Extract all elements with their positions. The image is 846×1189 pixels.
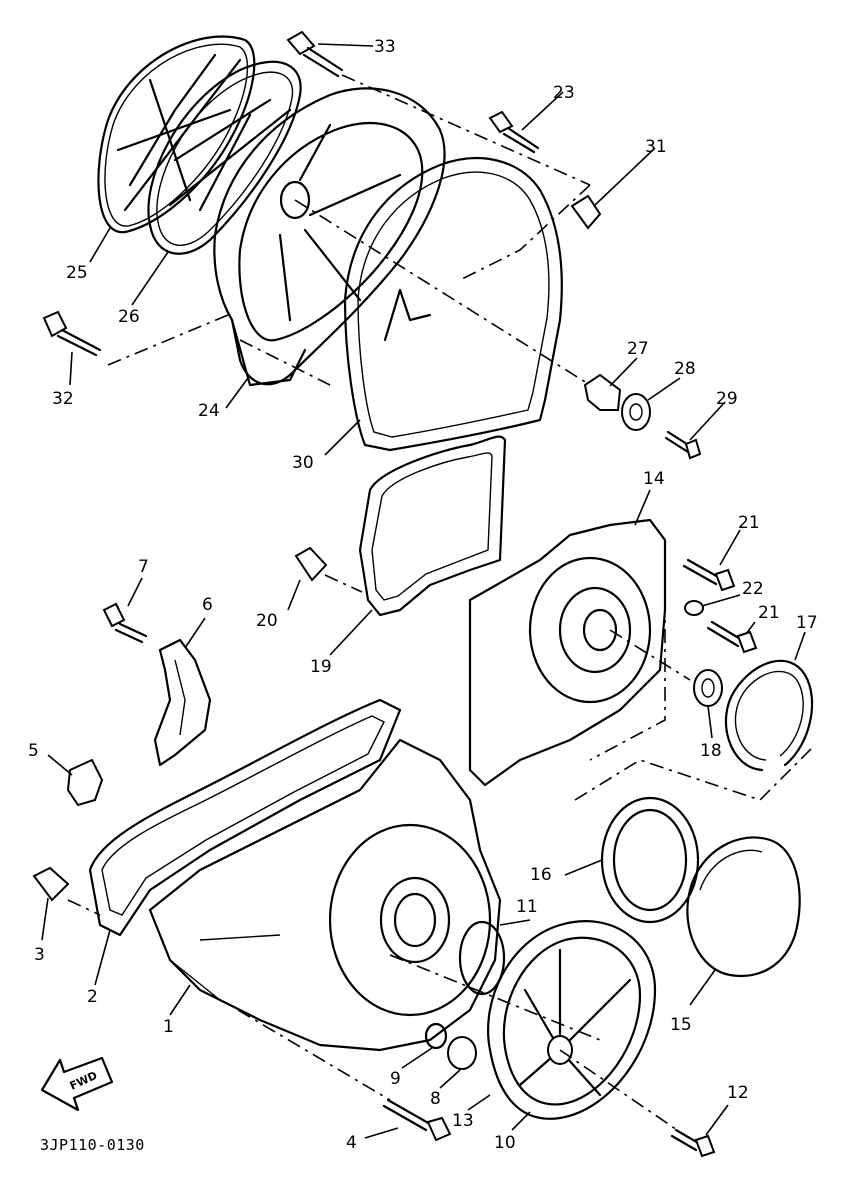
label-5: 5 <box>28 741 39 761</box>
label-12: 12 <box>727 1083 749 1103</box>
label-32: 32 <box>52 389 74 409</box>
part-31-cap <box>459 184 602 281</box>
part-20-dowel <box>294 546 363 593</box>
part-7-bolt <box>102 602 148 644</box>
part-25-outer-cover <box>97 35 256 234</box>
part-5-clamp <box>66 758 104 807</box>
label-11: 11 <box>516 897 538 917</box>
label-30: 30 <box>292 453 314 473</box>
part-1-main-cover <box>148 738 601 1052</box>
part-4-bolt <box>237 1009 452 1142</box>
label-33: 33 <box>374 37 396 57</box>
part-19-gasket <box>358 435 507 617</box>
part-24-crankcase-cover <box>213 87 446 387</box>
label-23: 23 <box>553 83 575 103</box>
part-10-spoked-cover <box>487 920 657 1120</box>
part-12-bolt <box>559 1049 716 1158</box>
part-33-bolt <box>286 30 591 186</box>
part-16-ring <box>600 796 700 924</box>
label-17: 17 <box>796 613 818 633</box>
label-24: 24 <box>198 401 220 421</box>
label-2: 2 <box>87 987 98 1007</box>
label-29: 29 <box>716 389 738 409</box>
label-25: 25 <box>66 263 88 283</box>
part-3-dowel <box>32 866 101 916</box>
part-21-bolt-lower <box>706 620 758 654</box>
label-10: 10 <box>494 1133 516 1153</box>
part-28-washer <box>621 393 651 431</box>
part-number-labels: 1 2 3 4 5 6 7 8 9 10 11 12 13 14 15 16 1… <box>28 37 818 1153</box>
label-3: 3 <box>34 945 45 965</box>
label-16: 16 <box>530 865 552 885</box>
part-32-bolt <box>42 310 229 366</box>
label-22: 22 <box>742 579 764 599</box>
part-23-bolt <box>488 110 540 154</box>
part-21-bolt-upper <box>682 558 736 592</box>
part-18-oil-seal <box>693 669 723 707</box>
part-11-o-ring <box>458 920 506 996</box>
axis-line-24 <box>239 339 331 386</box>
part-8-plug <box>447 1036 477 1070</box>
label-1: 1 <box>163 1017 174 1037</box>
label-19: 19 <box>310 657 332 677</box>
label-18: 18 <box>700 741 722 761</box>
label-21-upper: 21 <box>738 513 760 533</box>
label-15: 15 <box>670 1015 692 1035</box>
part-29-bolt <box>664 430 702 460</box>
part-6-bracket <box>153 638 212 767</box>
label-31: 31 <box>645 137 667 157</box>
part-2-gasket <box>88 698 402 937</box>
label-28: 28 <box>674 359 696 379</box>
label-9: 9 <box>390 1069 401 1089</box>
part-14-side-cover <box>468 518 691 787</box>
label-27: 27 <box>627 339 649 359</box>
part-9-o-ring <box>424 1022 448 1050</box>
part-26-gasket <box>147 60 302 255</box>
label-26: 26 <box>118 307 140 327</box>
part-15-cap <box>686 836 801 978</box>
label-14: 14 <box>643 469 665 489</box>
part-30-cover-gasket <box>343 157 563 452</box>
label-13: 13 <box>452 1111 474 1131</box>
drawing-code: 3JP110-0130 <box>40 1136 145 1154</box>
leader-lines <box>41 43 806 1139</box>
label-7: 7 <box>138 557 149 577</box>
label-8: 8 <box>430 1089 441 1109</box>
label-20: 20 <box>256 611 278 631</box>
part-17-circlip <box>724 659 814 772</box>
label-6: 6 <box>202 595 213 615</box>
part-22-washer <box>684 600 704 616</box>
label-21-lower: 21 <box>758 603 780 623</box>
bracket-line-17 <box>574 744 816 801</box>
axis-line-upper <box>294 199 591 386</box>
label-4: 4 <box>346 1133 357 1153</box>
fwd-arrow-icon: FWD <box>40 1056 114 1112</box>
